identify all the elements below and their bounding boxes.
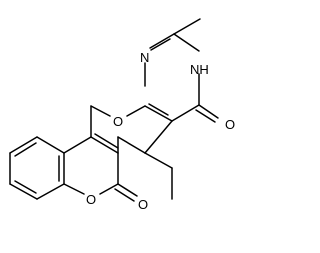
bond-benzene-2 (36, 183, 65, 200)
bond-c4-carbonyl (198, 104, 219, 119)
bond-c4-carbonyl-double (195, 109, 216, 123)
bond-c2-methyl (173, 18, 201, 35)
bond-c-benzene (63, 136, 92, 154)
bond-c4-c4a (171, 104, 200, 122)
bond-junction-left (90, 136, 119, 154)
atom-label-n1: N (140, 50, 149, 65)
bond-c4a-c5 (144, 120, 173, 154)
bond-junction-double (94, 133, 119, 149)
atom-label-o-carbonyl-bottom: O (138, 197, 148, 212)
atom-label-nh: NH (190, 62, 209, 77)
bond-o-benzene (63, 183, 85, 195)
bond-benzene-3 (9, 183, 38, 200)
bond-c2-n3 (173, 33, 200, 52)
bond-c8a-o-ring (126, 105, 146, 117)
bond-benzene-5 (9, 136, 38, 154)
bond-benzene-3-double (14, 180, 37, 194)
atom-label-o-lactone-ring: O (86, 192, 96, 207)
bond-benzene-6 (36, 136, 65, 154)
bond-c5-ring-junction (117, 136, 146, 154)
bond-benzene-5-double (14, 142, 37, 157)
atom-label-o-carbonyl-right: O (225, 117, 235, 132)
bond-lactone-o (99, 183, 119, 195)
bond-o-ring-c (90, 105, 111, 117)
bond-c5-ethyl (144, 152, 173, 169)
bond-c4a-c8a (144, 105, 173, 122)
atom-label-o-ring-top: O (113, 114, 123, 129)
molecule-drawing: N NH O O O O (9, 18, 235, 212)
bond-c2-n1-double (150, 38, 171, 51)
chemical-structure-canvas: N NH O O O O (9, 18, 235, 212)
bond-c4a-c8a-double (148, 103, 169, 116)
bond-lactone-carbonyl (117, 183, 138, 197)
bond-lactone-carbonyl-double (114, 188, 135, 202)
bond-c2-n1 (149, 33, 175, 49)
